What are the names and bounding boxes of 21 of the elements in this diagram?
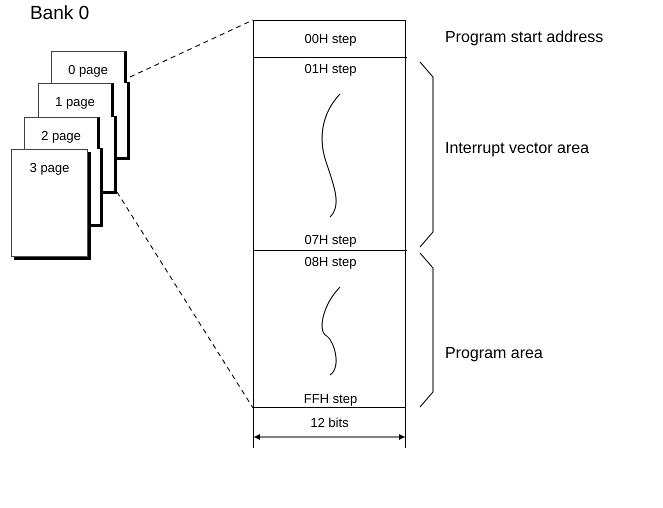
step-label: 00H step bbox=[303, 31, 358, 47]
step-label: FFH step bbox=[302, 391, 358, 407]
page-label: 1 page bbox=[54, 94, 96, 110]
area-label: Interrupt vector area bbox=[445, 139, 590, 159]
page-label: 2 page bbox=[40, 128, 82, 144]
page-card bbox=[51, 51, 127, 83]
step-label: 08H step bbox=[303, 254, 358, 270]
memory-map-box bbox=[253, 20, 406, 408]
area-label: Program area bbox=[445, 344, 543, 364]
page-label: 3 page bbox=[28, 160, 70, 176]
dashed-connector bbox=[130, 20, 254, 78]
page-card bbox=[24, 117, 100, 149]
page-card bbox=[38, 83, 114, 117]
page-label: 0 page bbox=[67, 62, 109, 78]
step-label: 07H step bbox=[303, 232, 358, 248]
area-label: Program start address bbox=[445, 28, 604, 48]
dimension-label: 12 bits bbox=[309, 414, 350, 432]
diagram-title: Bank 0 bbox=[30, 2, 90, 26]
step-label: 01H step bbox=[303, 61, 358, 77]
page-card bbox=[11, 149, 88, 257]
dashed-connector bbox=[116, 192, 254, 408]
